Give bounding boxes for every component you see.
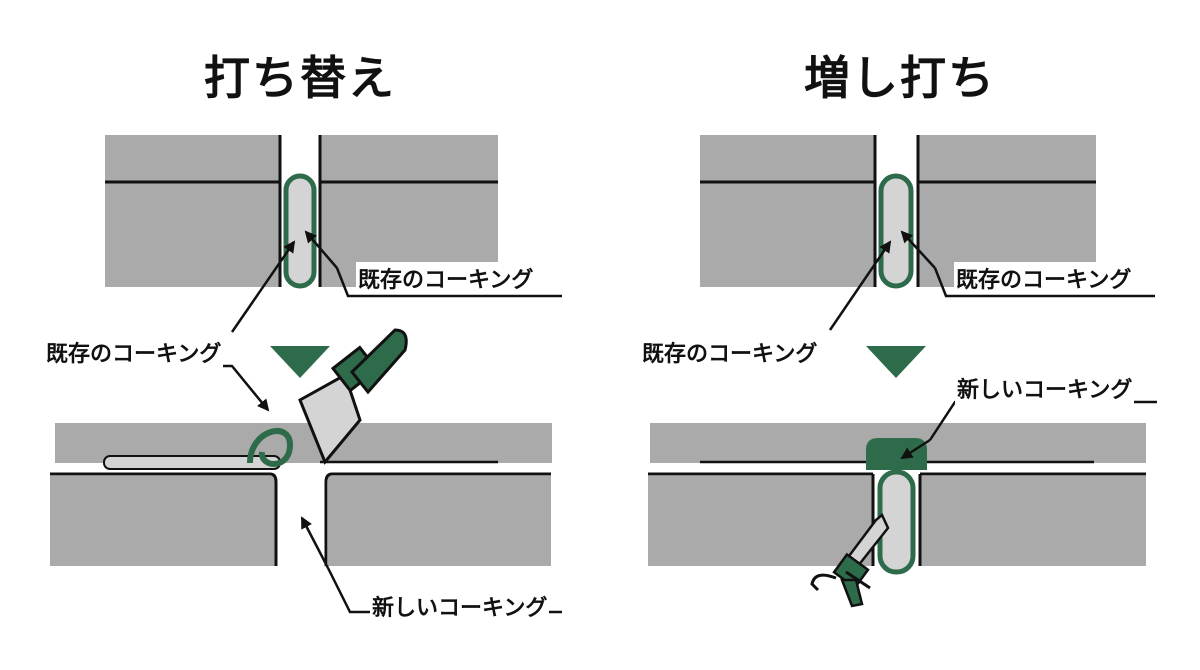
left-label-existing-top: 既存のコーキング <box>356 262 536 294</box>
left-bottom-joint <box>50 423 552 566</box>
right-leader-existing-top <box>933 267 1155 298</box>
right-arrow-existing-mid <box>828 240 892 331</box>
right-label-existing-top: 既存のコーキング <box>954 262 1134 294</box>
scraper-icon <box>298 328 408 465</box>
left-top-joint <box>105 135 498 289</box>
right-top-joint <box>700 135 1096 289</box>
left-label-new: 新しいコーキング <box>370 590 550 622</box>
right-title: 増し打ち <box>804 51 996 105</box>
right-bottom-panel-a <box>648 476 873 566</box>
right-existing-caulk <box>878 173 914 289</box>
left-title: 打ち替え <box>204 51 396 105</box>
right-bottom-panel-b <box>920 476 1146 566</box>
right-top-panel-a <box>700 135 875 287</box>
left-bottom-panel-b <box>328 476 551 566</box>
left-step-triangle <box>270 346 330 378</box>
left-top-panel-b <box>320 135 498 287</box>
left-top-panel-a <box>105 135 280 287</box>
left-peeled-curl <box>247 428 294 467</box>
right-new-caulk-bead <box>866 438 927 470</box>
left-existing-caulk <box>283 173 317 289</box>
left-bottom-panel-a <box>50 476 275 566</box>
left-peeled-caulk <box>103 455 281 470</box>
right-step-triangle <box>866 346 926 378</box>
right-top-panel-b <box>918 135 1096 287</box>
caulking-gun-icon <box>810 512 890 608</box>
left-label-existing-removed: 既存のコーキング <box>44 336 224 368</box>
left-leader-existing-removed <box>48 364 270 412</box>
right-bottom-joint <box>648 423 1146 575</box>
right-label-new: 新しいコーキング <box>955 372 1135 404</box>
left-arrow-existing-mid <box>230 240 296 333</box>
left-leader-existing-top <box>335 267 562 298</box>
right-label-existing-mid: 既存のコーキング <box>640 336 820 368</box>
